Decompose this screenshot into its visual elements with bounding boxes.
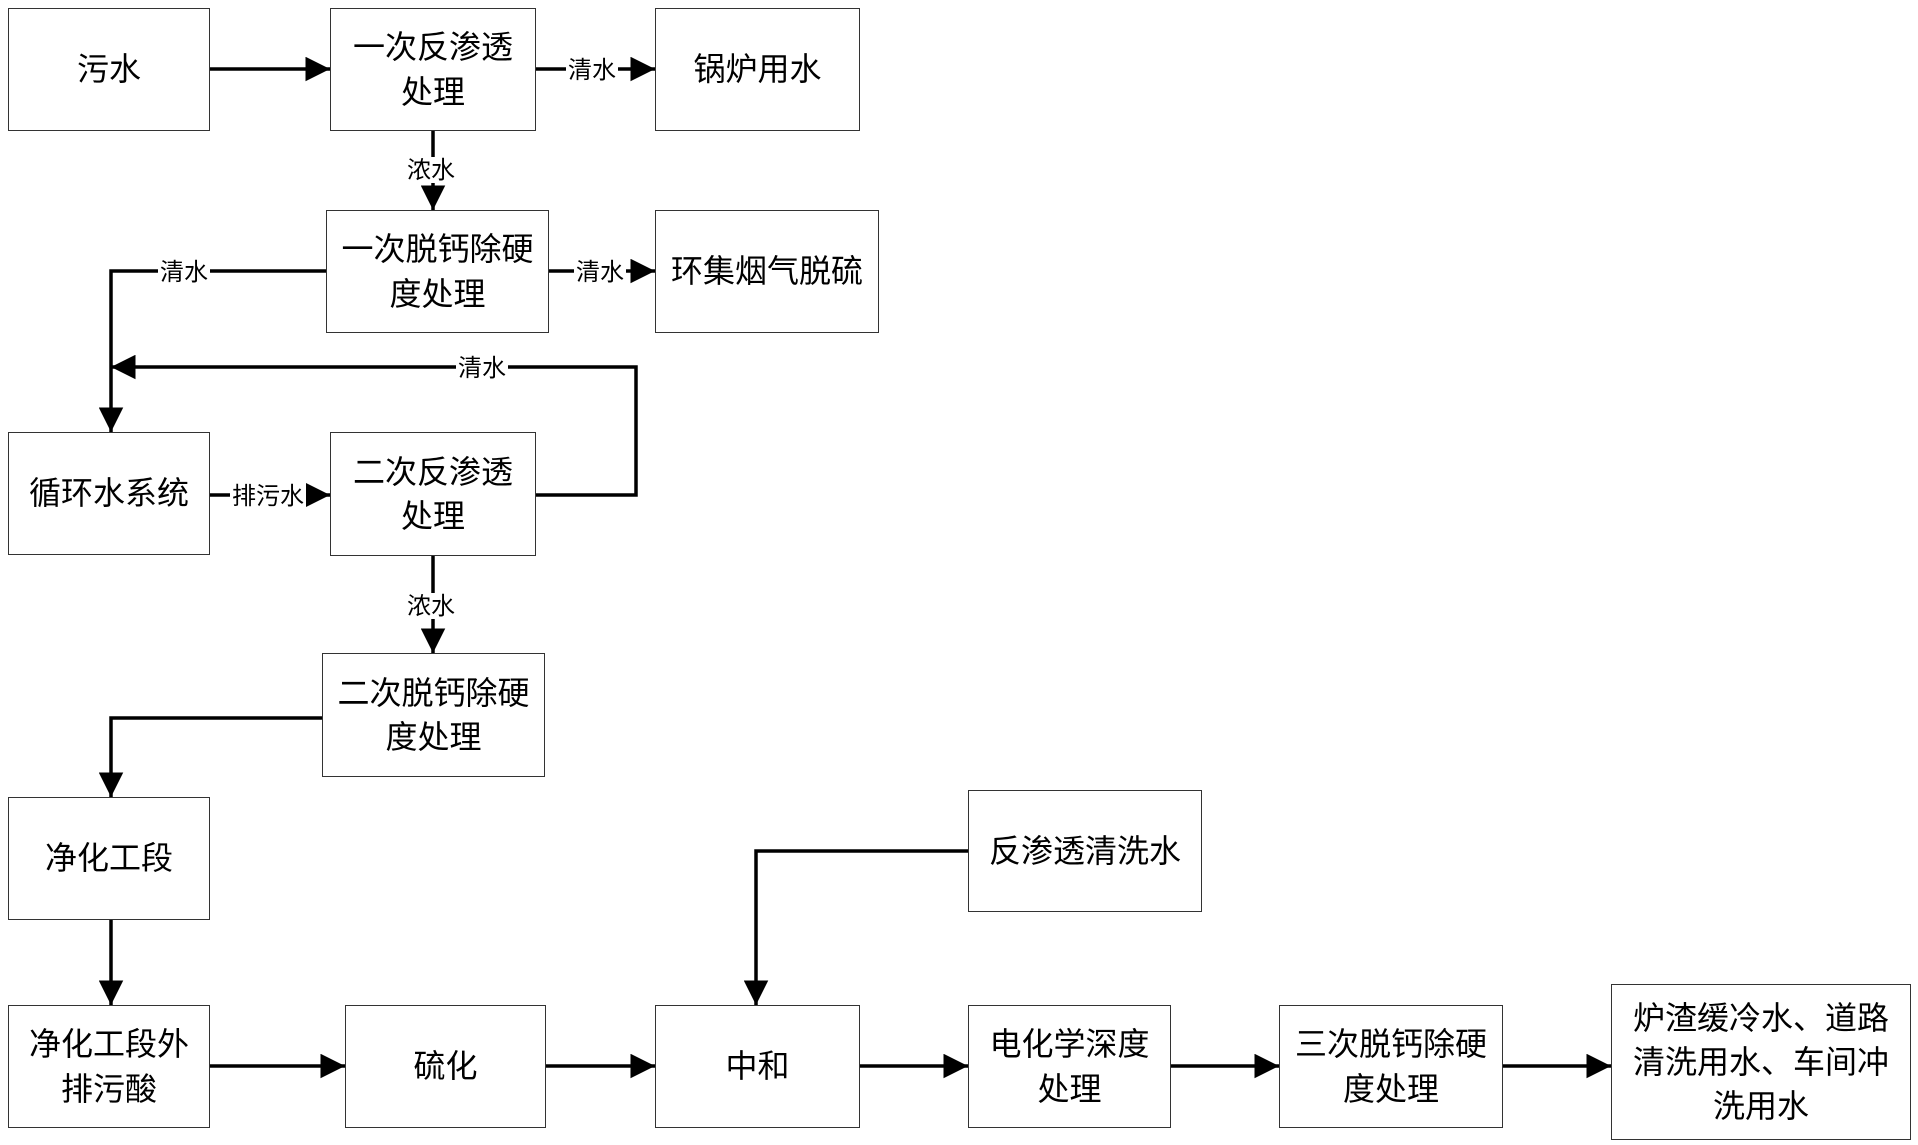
label-blowdown: 排污水 [230, 482, 306, 510]
node-electrochem: 电化学深度处理 [968, 1005, 1171, 1128]
node-sulfidation: 硫化 [345, 1005, 546, 1128]
node-decalc3: 三次脱钙除硬度处理 [1279, 1005, 1503, 1128]
node-decalc2: 二次脱钙除硬度处理 [322, 653, 545, 777]
node-wastewater: 污水 [8, 8, 210, 131]
label-clear-water: 清水 [456, 354, 508, 382]
label-clear-water: 清水 [158, 258, 210, 286]
node-decalc1: 一次脱钙除硬度处理 [326, 210, 549, 333]
label-concentrate: 浓水 [405, 592, 457, 620]
node-reuse-water: 炉渣缓冷水、道路清洗用水、车间冲洗用水 [1611, 984, 1911, 1140]
node-neutralization: 中和 [655, 1005, 860, 1128]
arrow-decalc1-to-circulating [98, 269, 326, 432]
node-waste-acid: 净化工段外排污酸 [8, 1005, 210, 1128]
node-boiler-water: 锅炉用水 [655, 8, 860, 131]
label-concentrate: 浓水 [405, 156, 457, 184]
node-circulating: 循环水系统 [8, 432, 210, 555]
arrow-ro2-return-clear [111, 354, 638, 497]
arrow-decalc2-to-purification [98, 716, 322, 797]
node-ro2: 二次反渗透处理 [330, 432, 536, 556]
label-clear-water: 清水 [566, 56, 618, 84]
label-clear-water: 清水 [574, 258, 626, 286]
node-ro-wash-water: 反渗透清洗水 [968, 790, 1202, 912]
node-purification: 净化工段 [8, 797, 210, 920]
node-desulfur: 环集烟气脱硫 [655, 210, 879, 333]
arrow-rowash-to-neutralization [743, 849, 968, 1005]
node-ro1: 一次反渗透处理 [330, 8, 536, 131]
